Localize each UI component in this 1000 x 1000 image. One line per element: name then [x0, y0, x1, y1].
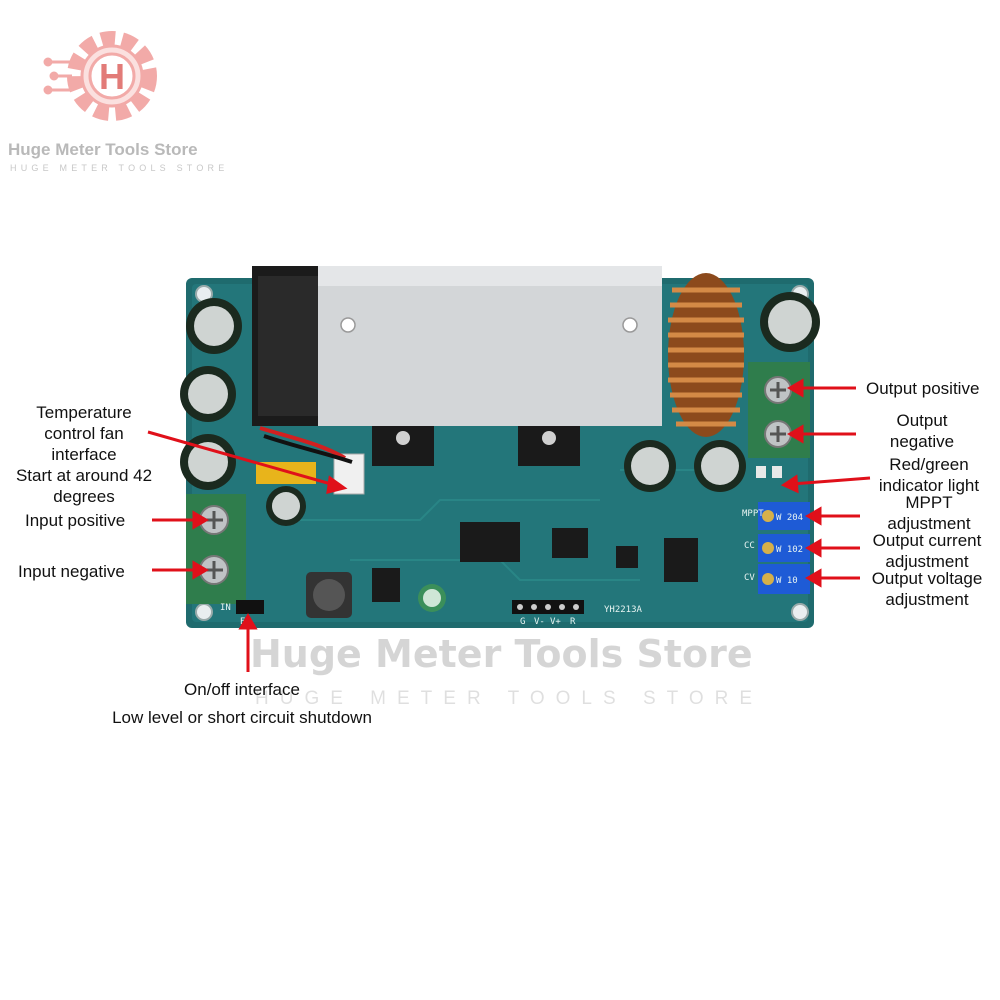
arrow-fan [147, 430, 339, 488]
board-model: YH2213A [604, 605, 643, 615]
logo-letter: H [99, 56, 125, 97]
label-mppt-line-2: adjustment [887, 514, 971, 533]
pin-label-vp: V+ [550, 617, 561, 627]
pot-label-3: W 10 [776, 576, 798, 586]
gear-icon [67, 31, 157, 121]
label-output-positive: Output positive [866, 379, 980, 398]
heatsink [318, 266, 662, 426]
brand-logo: H [43, 31, 157, 121]
watermark-sub: HUGE METER TOOLS STORE [255, 688, 764, 709]
output-terminal [748, 362, 810, 458]
brand-name: Huge Meter Tools Store [8, 140, 198, 159]
label-indicator-line-1: Red/green [889, 455, 969, 474]
potentiometers [758, 502, 810, 594]
label-output-negative-line-2: negative [889, 432, 955, 451]
label-output-voltage-line-1: Output voltage [871, 569, 983, 588]
label-fan-line-3: interface [51, 445, 117, 464]
label-onoff-line-1: On/off interface [184, 680, 300, 699]
label-onoff-line-2: Low level or short circuit shutdown [112, 708, 372, 727]
silk-cc: CC [744, 541, 755, 551]
label-fan-line-2: control fan [44, 424, 124, 443]
label-fan-line-4: Start at around 42 [15, 466, 153, 485]
annotation-arrows [147, 378, 871, 672]
label-input-positive: Input positive [25, 511, 126, 530]
pot-label-1: W 204 [776, 513, 803, 523]
pin-label-r: R [570, 617, 576, 627]
enable-header [236, 600, 264, 614]
label-mppt-line-1: MPPT [905, 493, 953, 512]
arrow-indicator [791, 476, 871, 486]
silk-cv: CV [744, 573, 755, 583]
pin-label-vm: V- [534, 617, 545, 627]
label-fan-line-5: degrees [53, 487, 115, 506]
label-mppt: MPPT adjustment [866, 492, 992, 534]
label-output-current-line-2: adjustment [885, 552, 969, 571]
label-output-negative: Output negative [866, 410, 978, 452]
label-output-current: Output current adjustment [862, 530, 992, 572]
mosfets [372, 426, 580, 466]
label-output-current-line-1: Output current [872, 531, 982, 550]
ics [372, 522, 698, 602]
pin-header [512, 600, 584, 614]
silk-in: IN [220, 603, 231, 613]
brand-tagline: HUGE METER TOOLS STORE [10, 163, 229, 173]
label-indicator: Red/green indicator light [866, 454, 992, 496]
label-output-voltage-line-2: adjustment [885, 590, 969, 609]
indicator-led [756, 466, 782, 478]
label-indicator-line-2: indicator light [878, 476, 980, 495]
watermark-main: Huge Meter Tools Store [250, 632, 753, 676]
label-input-negative: Input negative [18, 562, 125, 581]
pin-label-g: G [520, 617, 525, 627]
label-output-voltage: Output voltage adjustment [862, 568, 992, 610]
output-capacitors [418, 292, 820, 612]
label-fan-line-1: Temperature [36, 403, 132, 422]
input-terminal [186, 494, 246, 604]
label-fan: Temperature control fan interface Start … [4, 402, 164, 507]
silk-mppt: MPPT [742, 509, 764, 519]
input-capacitors [180, 298, 306, 526]
toroid-inductor [668, 273, 744, 437]
label-output-negative-line-1: Output [896, 411, 948, 430]
label-onoff: On/off interface Low level or short circ… [90, 676, 394, 732]
pot-label-2: W 102 [776, 545, 803, 555]
circuit-lines-icon [43, 57, 72, 95]
